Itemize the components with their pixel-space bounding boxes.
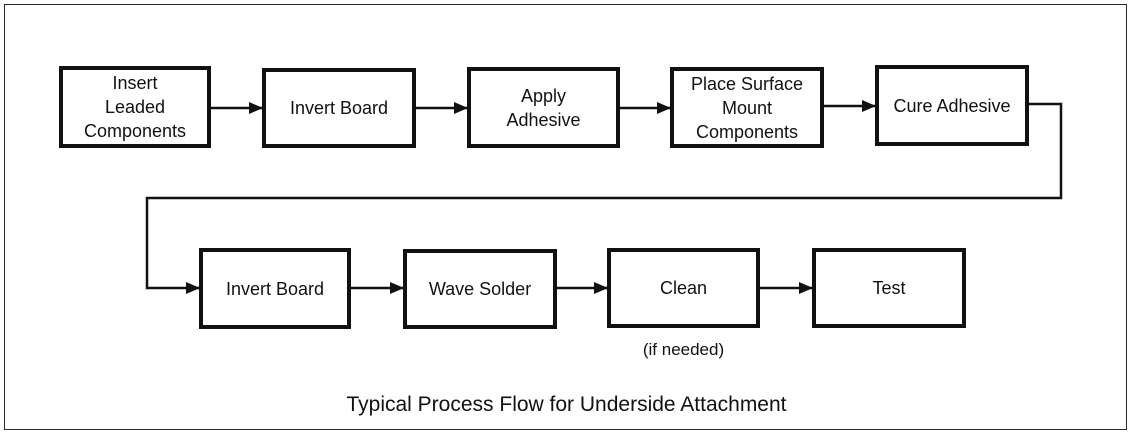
arrow-5-6-connector (145, 102, 1063, 294)
clean-note: (if needed) (642, 340, 725, 359)
step-apply-adhesive: Apply Adhesive (467, 67, 620, 148)
step-invert-board-2: Invert Board (199, 248, 351, 329)
step-place-surface-mount-components: Place Surface Mount Components (670, 67, 824, 148)
diagram-caption: Typical Process Flow for Underside Attac… (346, 393, 787, 416)
step-cure-adhesive: Cure Adhesive (875, 65, 1029, 146)
step-invert-board-1: Invert Board (262, 68, 416, 148)
step-insert-leaded-components: Insert Leaded Components (59, 66, 211, 148)
diagram-frame (4, 4, 1127, 430)
step-test: Test (812, 248, 966, 328)
step-clean: Clean (607, 248, 760, 328)
step-wave-solder: Wave Solder (403, 249, 557, 329)
